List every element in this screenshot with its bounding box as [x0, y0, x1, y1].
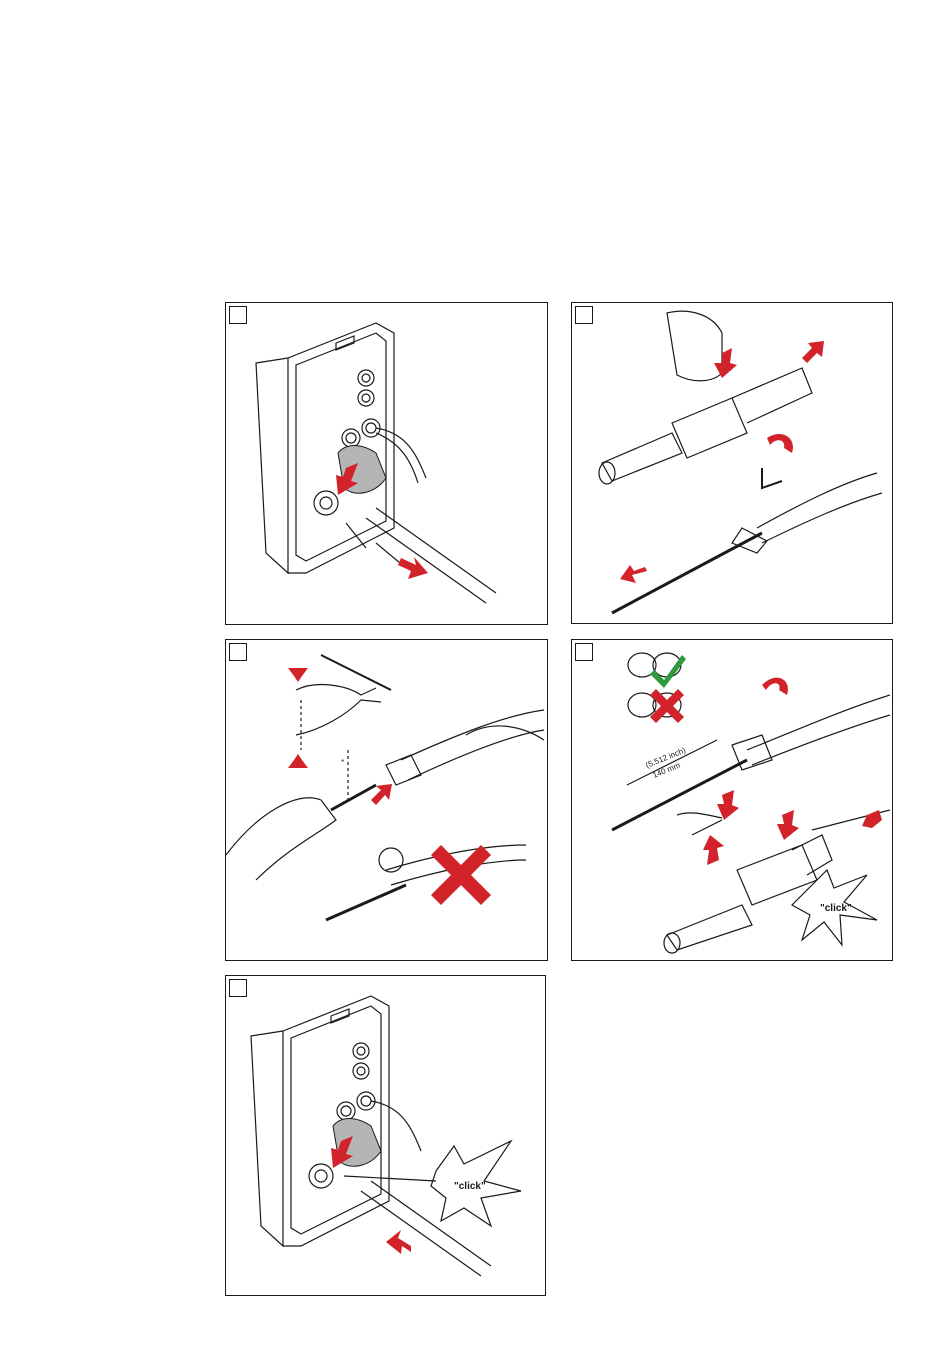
pull-out-arrow-icon [398, 557, 428, 579]
push-left-arrow-icon [862, 810, 882, 828]
asterisk-mark: * [341, 758, 344, 767]
cut-down-arrow-icon [717, 790, 739, 820]
click-label: "click" [820, 903, 852, 914]
step-1-illustration [226, 303, 546, 623]
step-4-panel: "click" (5.512 inch) 140 mm [571, 639, 893, 961]
step-3-panel: * [225, 639, 548, 961]
cut-up-arrow-icon [703, 835, 724, 865]
rotate-arrow-icon [767, 434, 793, 453]
pull-out-liner-arrow-icon [620, 565, 647, 583]
insert-arrow-icon [386, 1230, 411, 1254]
step-1-panel [225, 302, 548, 625]
squeeze-down-arrow-icon [288, 668, 308, 682]
pull-right-arrow-icon [802, 341, 824, 363]
click-label: "click" [454, 1181, 486, 1192]
rotate-arrow-icon [762, 678, 788, 695]
step-5-panel: "click" [225, 975, 546, 1296]
step-3-illustration: * [226, 640, 546, 960]
step-2-panel [571, 302, 893, 624]
wrong-cross-icon [431, 845, 491, 905]
squeeze-up-arrow-icon [288, 754, 308, 768]
step-5-illustration: "click" [226, 976, 546, 1296]
step-2-illustration [572, 303, 892, 623]
press-arrow-icon [777, 810, 799, 840]
step-4-illustration: "click" (5.512 inch) 140 mm [572, 640, 892, 960]
incorrect-cross-icon [650, 689, 684, 723]
